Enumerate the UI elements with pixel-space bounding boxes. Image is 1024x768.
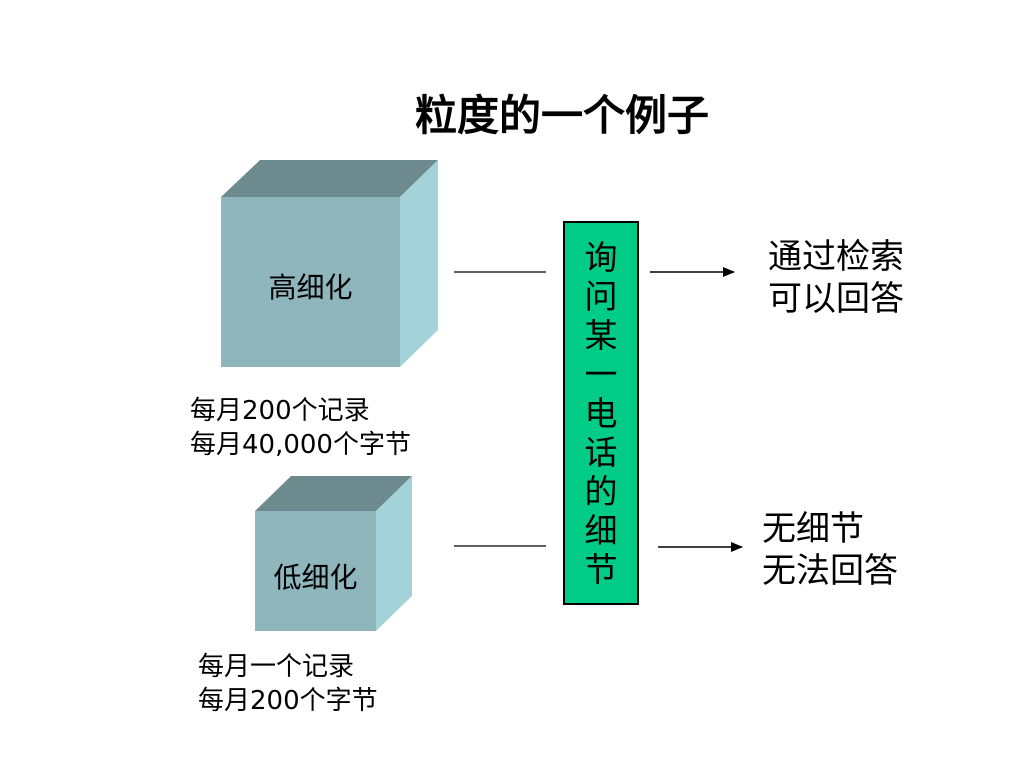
- low-note: 每月一个记录 每月200个字节: [198, 650, 378, 718]
- query-char: 电: [584, 393, 618, 433]
- low-outcome: 无细节 无法回答: [762, 508, 898, 592]
- query-char: 问: [584, 276, 618, 316]
- low-cube-side: [376, 476, 412, 631]
- high-cube-front: [221, 197, 400, 367]
- query-char: 一: [584, 354, 618, 394]
- high-note: 每月200个记录 每月40,000个字节: [190, 394, 411, 462]
- high-note-line1: 每月200个记录: [190, 396, 370, 426]
- low-outcome-line2: 无法回答: [762, 551, 898, 591]
- query-char: 话: [584, 432, 618, 472]
- low-cube-label: 低细化: [273, 561, 358, 594]
- high-cube-label: 高细化: [268, 271, 353, 304]
- query-char: 节: [584, 549, 618, 589]
- high-outcome: 通过检索 可以回答: [768, 236, 904, 320]
- query-char: 的: [584, 471, 618, 511]
- low-granularity-cube: [255, 476, 412, 631]
- page-title: 粒度的一个例子: [414, 91, 709, 140]
- low-cube-front: [255, 511, 376, 631]
- query-char: 某: [584, 315, 618, 355]
- low-note-line2: 每月200个字节: [198, 686, 378, 716]
- query-char: 细: [584, 510, 618, 550]
- high-granularity-cube: [221, 160, 438, 367]
- low-note-line1: 每月一个记录: [198, 652, 355, 682]
- high-cube-top: [221, 160, 438, 197]
- high-outcome-line1: 通过检索: [768, 237, 904, 277]
- query-box: 询 问 某 一 电 话 的 细 节: [563, 221, 639, 605]
- high-cube-side: [400, 160, 438, 367]
- low-cube-top: [255, 476, 412, 511]
- low-outcome-line1: 无细节: [762, 509, 864, 549]
- high-outcome-line2: 可以回答: [768, 279, 904, 319]
- query-char: 询: [584, 237, 618, 277]
- high-note-line2: 每月40,000个字节: [190, 430, 411, 460]
